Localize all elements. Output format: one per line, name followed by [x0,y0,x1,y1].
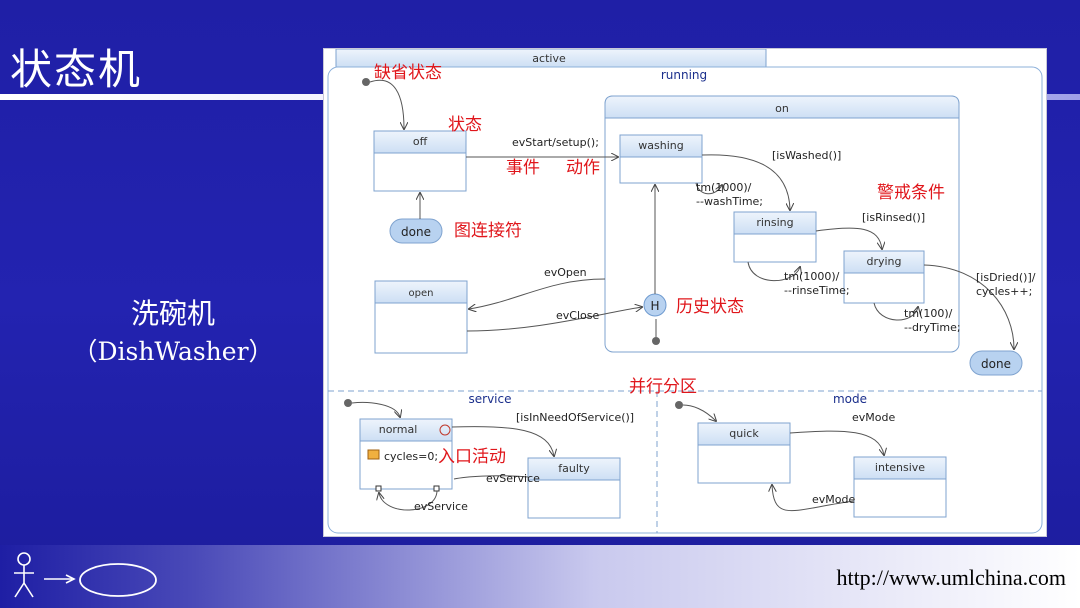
connector-done-left-label: done [401,225,431,239]
initial-mode [675,401,683,409]
label-evclose: evClose [556,309,599,322]
state-drying: drying [843,250,925,304]
transition-evservice-top [453,475,529,480]
state-off: off [373,130,467,192]
initial-on [652,337,660,345]
label-evservice-top: evService [486,472,540,485]
transition-isinneedofservice [451,426,554,456]
state-drying-label: drying [866,255,901,268]
transition-isrinsed [815,227,882,249]
footer-bar: http://www.umlchina.com [0,545,1080,608]
transition-evclose [466,307,642,332]
annotation-entry: 入口活动 [438,447,506,467]
state-machine-diagram: active running service mode on off washi… [323,48,1047,537]
subtitle-dishwasher-cn: 洗碗机 [130,297,215,330]
transition-tm-rinsing [747,261,800,282]
state-rinsing-label: rinsing [756,216,793,229]
state-washing: washing [619,134,703,184]
state-rinsing: rinsing [733,211,817,263]
label-evmode-bottom: evMode [812,493,855,506]
subtitle-dishwasher-en: （DishWasher） [72,337,274,366]
annotation-connector: 图连接符 [454,221,522,241]
entry-action-icon [367,449,380,460]
state-intensive: intensive [853,456,947,518]
transition-tm-drying [873,302,918,321]
label-tm-wash-2: --washTime; [696,195,763,208]
region-label-running: running [661,68,707,82]
state-intensive-label: intensive [875,461,925,474]
label-evmode-top: evMode [852,411,895,424]
label-evopen: evOpen [544,266,587,279]
region-label-mode: mode [833,392,867,406]
transition-evmode-top [789,430,884,455]
connector-done-right-label: done [981,357,1011,371]
annotation-state: 状态 [448,115,482,135]
region-label-service: service [469,392,512,406]
active-state-tab: active [335,49,767,68]
annotation-action: 动作 [566,158,600,178]
label-evservice-bottom: evService [414,500,468,513]
transition-initial-normal [351,401,400,417]
state-normal: normal cycles=0; [359,418,453,492]
transition-evopen [469,278,606,309]
state-quick-label: quick [729,427,759,440]
transition-iswashed [701,154,790,210]
initial-running [362,78,370,86]
history-label: H [650,299,659,313]
footer-url[interactable]: http://www.umlchina.com [836,565,1066,590]
history-pseudostate: H [643,293,667,317]
initial-service [344,399,352,407]
label-isinneedofservice: [isInNeedOfService()] [516,411,634,424]
state-washing-label: washing [638,139,683,152]
label-tm-rinse-2: --rinseTime; [784,284,850,297]
entry-cycle-icon [439,424,451,436]
connector-done-right: done [969,350,1023,376]
label-iswashed: [isWashed()] [772,149,841,162]
state-open-label: open [409,288,434,299]
annotation-event: 事件 [506,158,540,178]
active-label: active [532,52,566,65]
annotation-guard: 警戒条件 [877,183,945,203]
state-open: open [374,280,468,354]
umlchina-logo-icon [14,552,157,598]
transition-tm-washing [695,182,722,195]
transition-initial-off [369,79,404,129]
state-off-label: off [413,135,428,148]
annotation-concurrent: 并行分区 [629,377,697,397]
label-isrinsed: [isRinsed()] [862,211,925,224]
transition-evservice-bottom [379,490,438,511]
label-tm-dry-1: tm(100)/ [904,307,953,320]
label-evstart: evStart/setup(); [512,136,599,149]
annotation-default-state: 缺省状态 [374,63,442,83]
exit-port-right [433,485,440,492]
exit-port-left [375,485,382,492]
transition-evmode-bottom [772,485,855,512]
label-isdried-1: [isDried()]/ [976,271,1036,284]
state-faulty: faulty [527,457,621,519]
transition-initial-quick [682,404,716,421]
slide-title: 状态机 [10,45,143,94]
label-tm-rinse-1: tm(1000)/ [784,270,840,283]
label-tm-dry-2: --dryTime; [904,321,961,334]
label-tm-wash-1: tm(1000)/ [696,181,752,194]
annotation-history: 历史状态 [676,297,744,317]
transition-isdried [923,264,1014,349]
connector-done-left: done [389,218,443,244]
state-on-label: on [775,102,789,115]
state-quick: quick [697,422,791,484]
label-isdried-2: cycles++; [976,285,1032,298]
state-faulty-label: faulty [558,462,590,475]
state-normal-label: normal [379,423,418,436]
state-normal-entry: cycles=0; [384,450,438,463]
